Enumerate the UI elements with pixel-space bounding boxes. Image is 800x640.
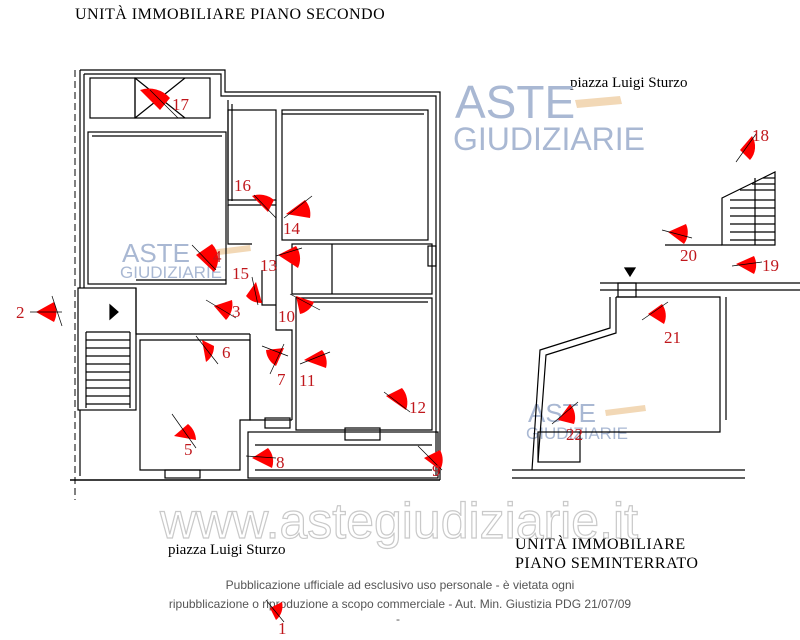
photo-markers: 17 16 14 13 4 15 10 3 2 6 7 11 12 5 8 9 …: [16, 88, 779, 638]
watermark-aste-text: ASTE: [455, 76, 575, 128]
plan-basement: [512, 171, 800, 479]
entrance-arrow-icon: [109, 303, 119, 321]
svg-text:5: 5: [184, 440, 193, 459]
svg-text:1: 1: [278, 619, 287, 638]
svg-text:19: 19: [762, 256, 779, 275]
watermark-giudiziarie-text-right: GIUDIZIARIE: [526, 424, 628, 443]
watermark-logo-top: ASTE GIUDIZIARIE: [453, 76, 645, 157]
photo-marker-11: 11: [299, 350, 331, 390]
photo-marker-3: 3: [205, 299, 241, 321]
svg-text:10: 10: [278, 307, 295, 326]
street-label-top-right: piazza Luigi Sturzo: [570, 75, 688, 91]
photo-marker-2: 2: [16, 295, 63, 327]
photo-marker-14: 14: [283, 195, 313, 238]
watermark-site-url: www.astegiudiziarie.it: [159, 492, 638, 549]
photo-marker-6: 6: [195, 335, 231, 365]
plan-title-lower-line2: PIANO SEMINTERRATO: [515, 555, 699, 572]
svg-text:11: 11: [299, 371, 315, 390]
photo-marker-8: 8: [245, 448, 285, 472]
photo-marker-4: 4: [191, 244, 222, 272]
svg-text:8: 8: [276, 453, 285, 472]
svg-text:2: 2: [16, 303, 25, 322]
disclaimer-line1: Pubblicazione ufficiale ad esclusivo uso…: [225, 578, 575, 592]
watermark-aste-text-mid: ASTE: [122, 238, 190, 268]
svg-text:20: 20: [680, 246, 697, 265]
svg-text:6: 6: [222, 343, 231, 362]
svg-text:16: 16: [234, 176, 251, 195]
svg-text:9: 9: [432, 461, 441, 480]
stair-steps-left: [85, 331, 131, 408]
watermark-logo-right: ASTE GIUDIZIARIE: [526, 398, 646, 443]
gavel-icon: [575, 96, 622, 108]
gavel-icon-right: [605, 405, 646, 416]
photo-marker-20: 20: [661, 224, 697, 265]
entrance-arrow-icon-right: [623, 267, 637, 278]
photo-marker-16: 16: [234, 176, 277, 219]
watermark-giudiziarie-text: GIUDIZIARIE: [453, 121, 645, 157]
plan-title-lower-line1: UNITÀ IMMOBILIARE: [515, 536, 686, 553]
watermark-giudiziarie-text-mid: GIUDIZIARIE: [120, 263, 222, 282]
plan-title-upper: UNITÀ IMMOBILIARE PIANO SECONDO: [75, 6, 386, 23]
photo-marker-1: 1: [265, 599, 287, 638]
svg-text:21: 21: [664, 328, 681, 347]
photo-marker-10: 10: [278, 293, 321, 326]
photo-marker-9: 9: [417, 445, 443, 480]
svg-text:14: 14: [283, 219, 301, 238]
photo-marker-13: 13: [260, 246, 303, 275]
photo-marker-7: 7: [261, 343, 289, 389]
watermark-aste-text-right: ASTE: [528, 398, 596, 428]
svg-text:12: 12: [409, 398, 426, 417]
photo-marker-21: 21: [641, 301, 681, 347]
svg-text:17: 17: [172, 95, 190, 114]
svg-text:13: 13: [260, 256, 277, 275]
photo-marker-22: 22: [551, 401, 583, 444]
svg-text:22: 22: [566, 425, 583, 444]
photo-marker-12: 12: [383, 388, 426, 417]
photo-marker-19: 19: [731, 256, 779, 275]
svg-text:3: 3: [232, 302, 241, 321]
disclaimer-dash: -: [396, 612, 400, 626]
photo-marker-18: 18: [735, 126, 769, 163]
photo-marker-17: 17: [140, 88, 190, 119]
plan-second-floor: [70, 69, 441, 500]
photo-marker-15: 15: [232, 264, 262, 306]
watermark-logo-mid: ASTE GIUDIZIARIE: [120, 238, 251, 282]
svg-text:7: 7: [277, 370, 286, 389]
street-label-bottom-left: piazza Luigi Sturzo: [168, 542, 286, 558]
disclaimer-line2: ripubblicazione o riproduzione a scopo c…: [168, 597, 632, 611]
svg-text:18: 18: [752, 126, 769, 145]
photo-marker-5: 5: [171, 413, 197, 459]
gavel-icon-mid: [210, 245, 251, 256]
stair-steps-right: [730, 177, 775, 245]
svg-text:4: 4: [213, 247, 222, 266]
svg-text:15: 15: [232, 264, 249, 283]
